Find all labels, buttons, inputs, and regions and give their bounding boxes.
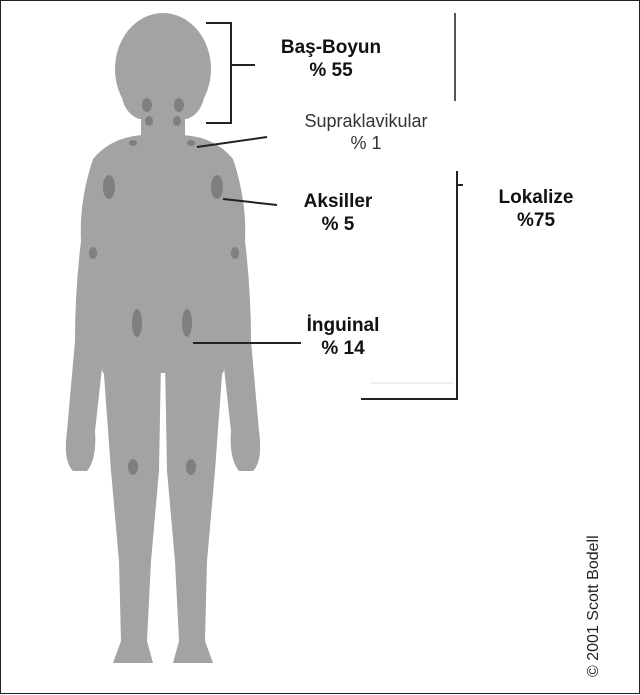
neck-node <box>142 98 152 112</box>
head-neck-bracket <box>206 23 255 123</box>
inguinal-percent: % 14 <box>293 338 393 361</box>
neck-node <box>174 98 184 112</box>
arm-node <box>89 247 97 259</box>
knee-node <box>186 459 196 475</box>
knee-node <box>128 459 138 475</box>
copyright-notice: © 2001 Scott Bodell <box>585 535 603 677</box>
supraclavicular-label: Supraklavikular % 1 <box>281 111 451 154</box>
supraclavicular-percent: % 1 <box>281 133 451 155</box>
inguinal-label: İnguinal % 14 <box>293 315 393 361</box>
axillary-label: Aksiller % 5 <box>283 191 393 237</box>
arm-node <box>231 247 239 259</box>
head-neck-label: Baş-Boyun % 55 <box>271 37 391 83</box>
axillary-node <box>211 175 223 199</box>
axillary-node <box>103 175 115 199</box>
supraclavicular-name: Supraklavikular <box>281 111 451 133</box>
neck-node <box>173 116 181 126</box>
localized-percent: %75 <box>481 210 591 233</box>
inguinal-name: İnguinal <box>293 315 393 338</box>
neck-node <box>145 116 153 126</box>
inguinal-node <box>132 309 142 337</box>
head-neck-percent: % 55 <box>271 60 391 83</box>
head-neck-name: Baş-Boyun <box>271 37 391 60</box>
axillary-percent: % 5 <box>283 214 393 237</box>
clavicle-node <box>129 140 137 146</box>
localized-label: Lokalize %75 <box>481 187 591 233</box>
clavicle-node <box>187 140 195 146</box>
inguinal-node <box>182 309 192 337</box>
axillary-name: Aksiller <box>283 191 393 214</box>
localized-name: Lokalize <box>481 187 591 210</box>
